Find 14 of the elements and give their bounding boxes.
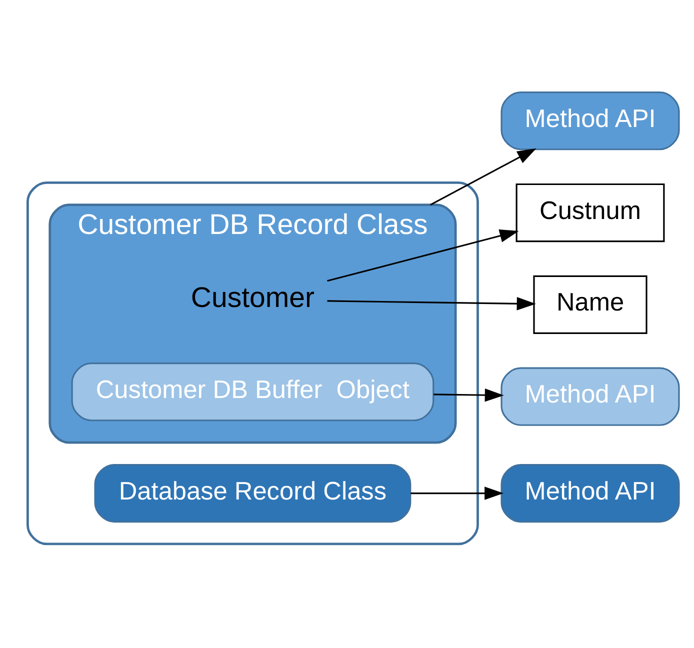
node-box: Database Record Class bbox=[94, 463, 412, 522]
node-box: Method API bbox=[500, 463, 680, 522]
node-box: Customer DB Buffer Object bbox=[71, 362, 434, 421]
node-text: Customer bbox=[190, 281, 315, 314]
arrow bbox=[430, 148, 536, 206]
node-box: Method API bbox=[500, 366, 680, 426]
cluster bbox=[26, 180, 479, 545]
node-box: Name bbox=[533, 274, 648, 334]
arrow bbox=[327, 228, 519, 282]
arrow bbox=[410, 486, 504, 500]
node-box: Method API bbox=[500, 91, 680, 150]
arrow bbox=[434, 388, 504, 402]
arrow bbox=[327, 296, 536, 310]
node-box: Custnum bbox=[516, 182, 665, 242]
